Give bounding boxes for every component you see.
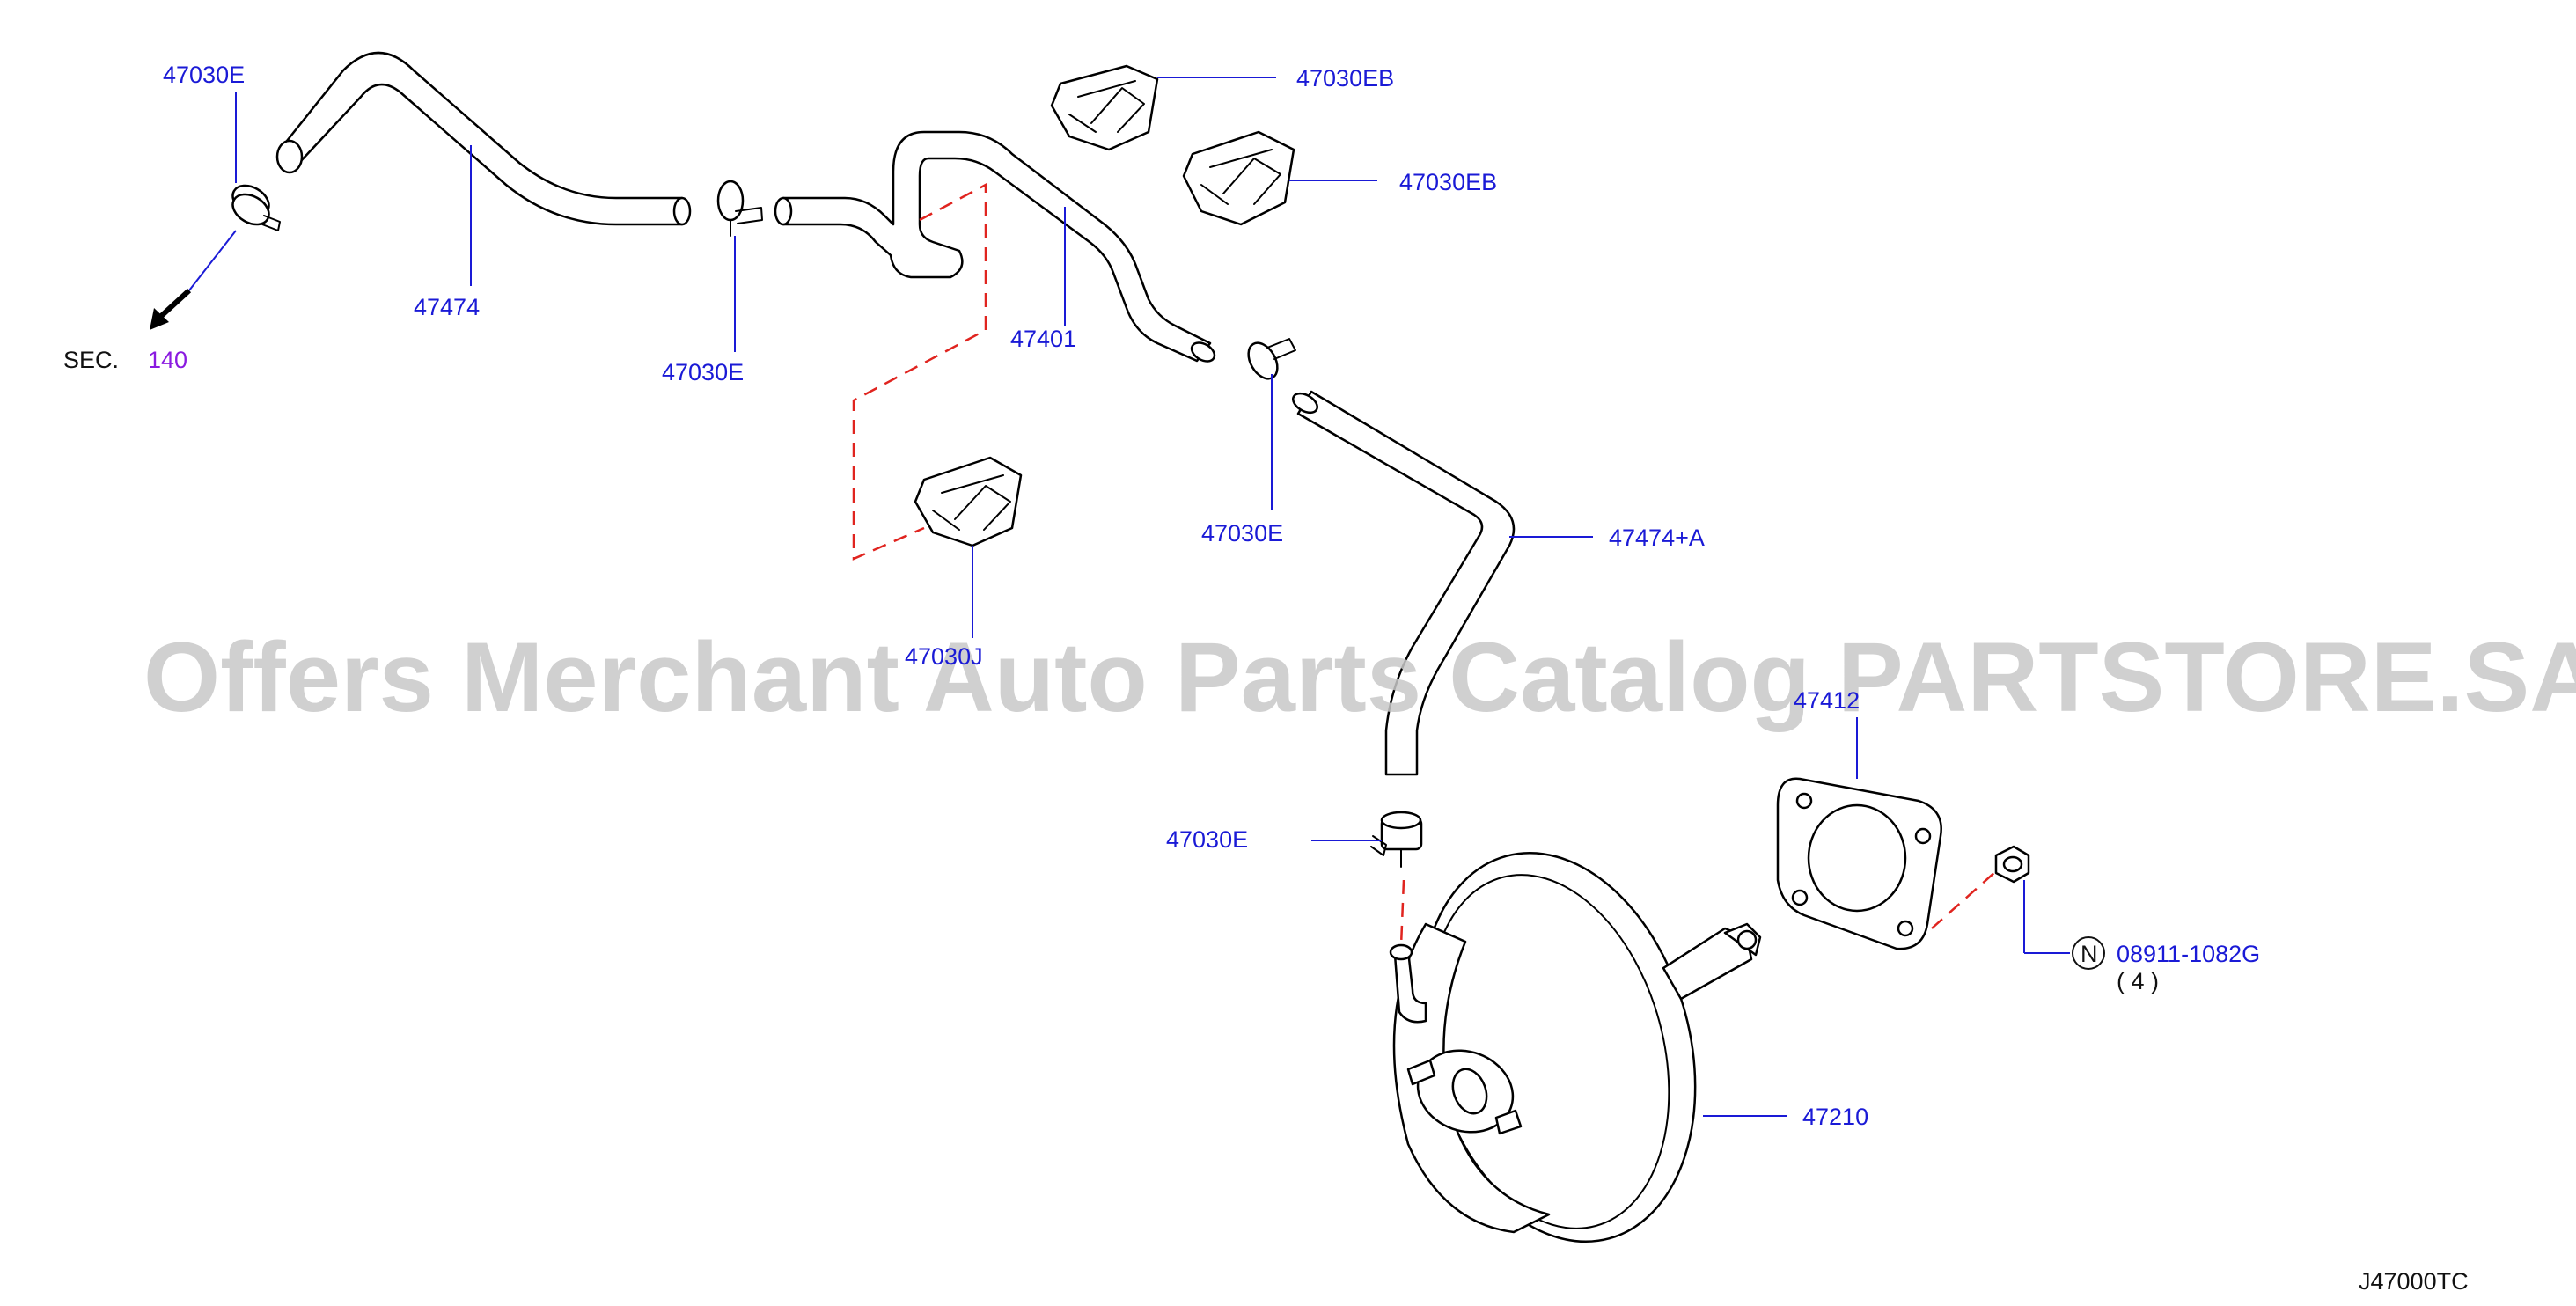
brake-booster-47210[interactable] bbox=[1379, 822, 1762, 1273]
watermark-text: Offers Merchant Auto Parts Catalog PARTS… bbox=[143, 622, 2576, 732]
nut-08911-1082G[interactable] bbox=[1994, 845, 2030, 884]
label-47030E-a[interactable]: 47030E bbox=[163, 62, 245, 88]
clamp-47030E-a[interactable] bbox=[227, 180, 281, 231]
clip-47030EB-a[interactable] bbox=[1050, 64, 1159, 151]
label-08911-1082G[interactable]: N 08911-1082G ( 4 ) bbox=[2072, 936, 2260, 994]
label-quantity: ( 4 ) bbox=[2117, 968, 2159, 994]
label-47474[interactable]: 47474 bbox=[414, 294, 480, 320]
clip-47030J[interactable] bbox=[914, 456, 1023, 547]
gasket-47412[interactable] bbox=[1776, 777, 1942, 950]
label-47210[interactable]: 47210 bbox=[1802, 1104, 1868, 1130]
clip-47030EB-b[interactable] bbox=[1182, 130, 1295, 226]
clamp-47030E-d[interactable] bbox=[1370, 811, 1423, 868]
diagram-code: J47000TC bbox=[2359, 1268, 2469, 1295]
clamp-47030E-b[interactable] bbox=[716, 180, 763, 237]
n-marker: N bbox=[2081, 941, 2098, 967]
hose-47401[interactable] bbox=[774, 130, 1218, 365]
label-sec: SEC. bbox=[63, 347, 119, 373]
label-47401[interactable]: 47401 bbox=[1010, 326, 1076, 352]
label-47030E-d[interactable]: 47030E bbox=[1166, 826, 1248, 853]
label-47474-a[interactable]: 47474+A bbox=[1609, 525, 1705, 551]
label-47030E-c[interactable]: 47030E bbox=[1201, 520, 1283, 547]
hose-47474-a[interactable] bbox=[1290, 390, 1516, 776]
label-47030EB-b[interactable]: 47030EB bbox=[1399, 169, 1497, 195]
clamp-47030E-c[interactable] bbox=[1243, 338, 1296, 384]
part-labels: 47030E 47474 SEC. 140 47030E 47030EB 470… bbox=[63, 62, 2469, 1295]
label-08911-1082G-text: 08911-1082G bbox=[2117, 941, 2260, 967]
label-47030J[interactable]: 47030J bbox=[905, 643, 983, 670]
label-sec-140[interactable]: 140 bbox=[148, 347, 187, 373]
label-47030E-b[interactable]: 47030E bbox=[662, 359, 744, 385]
section-140-arrow bbox=[150, 288, 192, 330]
label-47412[interactable]: 47412 bbox=[1794, 687, 1860, 714]
label-47030EB-a[interactable]: 47030EB bbox=[1296, 65, 1394, 92]
hose-47474[interactable] bbox=[275, 51, 692, 226]
leader-lines bbox=[188, 77, 2070, 1117]
dashed-alignment-lines bbox=[852, 182, 1997, 947]
